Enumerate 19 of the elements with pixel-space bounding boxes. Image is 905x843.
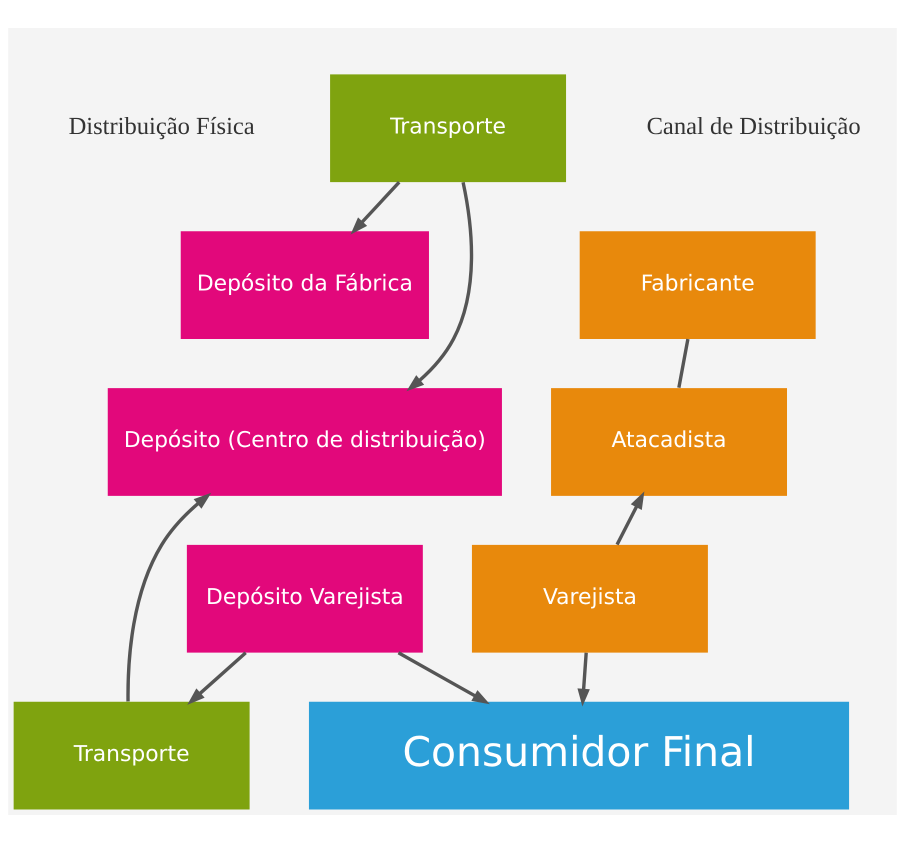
node-box: Transporte (330, 74, 566, 182)
node-box: Depósito da Fábrica (180, 231, 429, 339)
arrow (406, 182, 474, 392)
node-box: Consumidor Final (308, 702, 850, 810)
label: Distribuição Física (68, 113, 255, 140)
node-box: Transporte (14, 702, 250, 810)
arrow (398, 651, 490, 704)
arrow (187, 652, 247, 705)
arrow (577, 652, 590, 707)
arrow (126, 492, 212, 702)
node-box: Atacadista (551, 388, 788, 496)
node-box: Depósito Varejista (186, 544, 423, 653)
node-box: Depósito (Centro de distribuição) (108, 388, 502, 496)
arrow (350, 181, 400, 235)
connector (677, 338, 690, 388)
node-box: Fabricante (580, 231, 816, 339)
label: Canal de Distribuição (646, 113, 861, 140)
arrow (616, 491, 644, 546)
node-box: Varejista (472, 544, 708, 653)
